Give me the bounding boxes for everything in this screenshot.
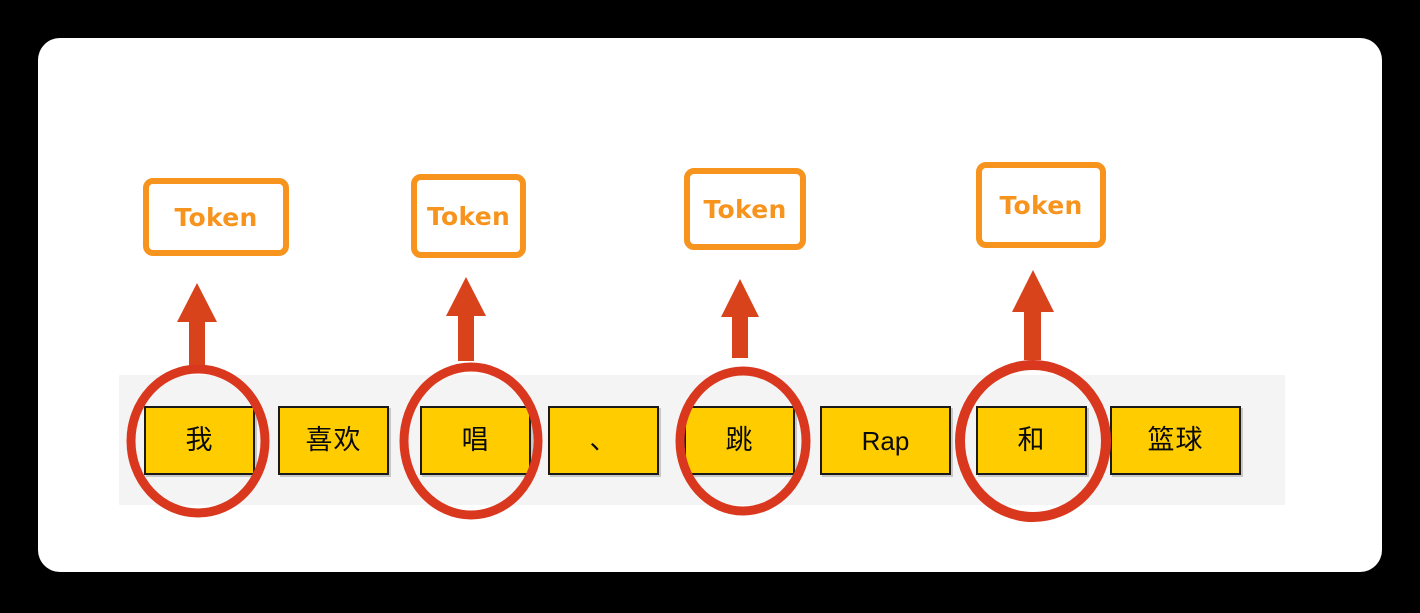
up-arrow-icon-2	[446, 277, 486, 361]
word-box-1[interactable]: 我	[144, 406, 255, 475]
up-arrow-icon-1	[177, 283, 217, 367]
word-box-6[interactable]: Rap	[820, 406, 951, 475]
up-arrow-icon-4	[1012, 270, 1054, 360]
word-box-5[interactable]: 跳	[684, 406, 795, 475]
word-box-2[interactable]: 喜欢	[278, 406, 389, 475]
word-box-4[interactable]: 、	[548, 406, 659, 475]
token-label-3[interactable]: Token	[684, 168, 806, 250]
word-box-7[interactable]: 和	[976, 406, 1087, 475]
token-label-4[interactable]: Token	[976, 162, 1106, 248]
token-label-1[interactable]: Token	[143, 178, 289, 256]
diagram-card: 我 喜欢 唱 、 跳 Rap 和 篮球 Token Token Token To…	[38, 38, 1382, 572]
up-arrow-icon-3	[721, 279, 759, 358]
word-box-8[interactable]: 篮球	[1110, 406, 1241, 475]
token-label-2[interactable]: Token	[411, 174, 526, 258]
word-box-3[interactable]: 唱	[420, 406, 531, 475]
